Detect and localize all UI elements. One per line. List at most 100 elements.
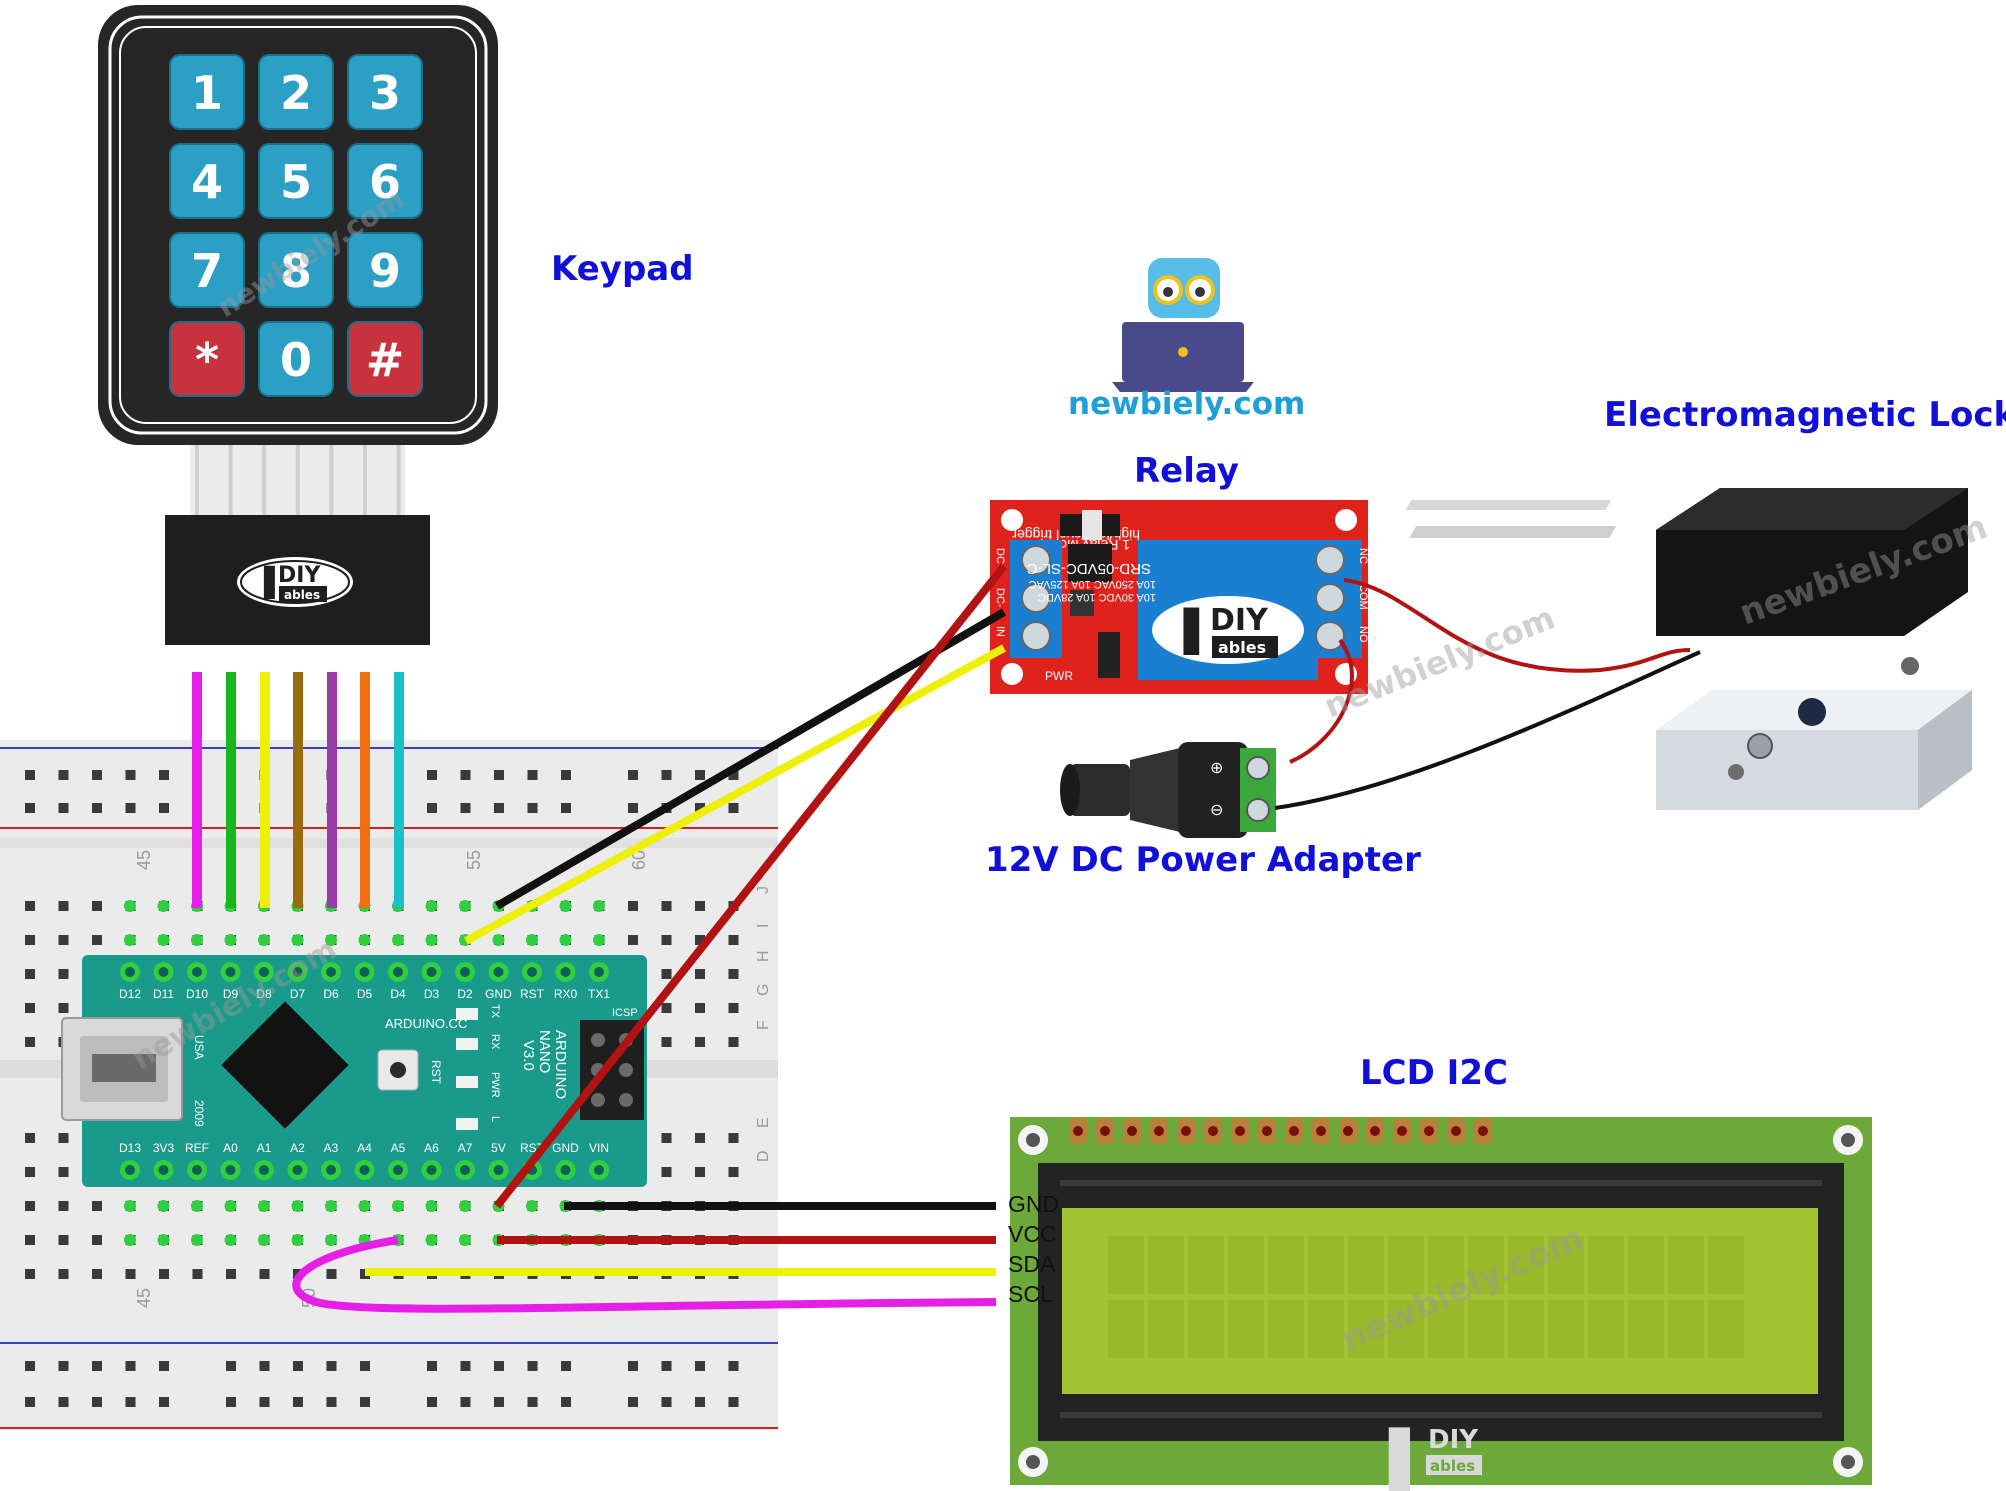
lcd-cell xyxy=(1148,1300,1184,1358)
arduino-model: ARDUINO xyxy=(552,1030,569,1099)
relay-model: SRD-05VDC-SL-C xyxy=(1027,560,1151,577)
bb-hole xyxy=(661,1167,672,1177)
lcd-cell xyxy=(1228,1300,1264,1358)
bb-hole-active xyxy=(392,934,404,946)
bb-hole xyxy=(259,1269,270,1279)
nano-pin-label: A5 xyxy=(391,1141,406,1155)
bb-hole-active xyxy=(157,1200,170,1212)
bb-hole xyxy=(728,1167,739,1177)
bb-hole xyxy=(427,1361,437,1371)
bb-hole xyxy=(695,1167,705,1177)
logo-text: DIY xyxy=(1210,603,1269,638)
nano-pin-label: 3V3 xyxy=(153,1141,175,1155)
key-3[interactable]: 3 xyxy=(347,54,423,130)
rst-label: RST xyxy=(429,1060,443,1085)
bb-hole-active xyxy=(459,1234,471,1246)
key-star[interactable]: * xyxy=(169,321,245,397)
bb-hole xyxy=(25,1235,35,1245)
key-hash[interactable]: # xyxy=(347,321,423,397)
key-label: 0 xyxy=(280,333,312,387)
logo-subtext: ables xyxy=(1218,638,1266,657)
bb-hole xyxy=(695,1361,705,1371)
bb-hole xyxy=(125,1361,136,1371)
bb-hole xyxy=(92,803,102,813)
bb-hole xyxy=(628,803,638,813)
led-label: PWR xyxy=(489,1072,501,1098)
key-2[interactable]: 2 xyxy=(258,54,334,130)
nano-pin-label: A6 xyxy=(424,1141,439,1155)
bb-hole-active xyxy=(593,900,605,912)
diyables-logo: ▐ DIY ables xyxy=(1368,1425,1482,1491)
lcd-cell xyxy=(1308,1300,1344,1358)
bb-hole-active xyxy=(224,1200,237,1212)
bb-hole-active xyxy=(258,1234,270,1246)
nano-pin-label: A7 xyxy=(458,1141,473,1155)
bb-hole xyxy=(25,1133,35,1143)
bb-hole xyxy=(728,1133,739,1143)
nano-pin-label: A3 xyxy=(324,1141,339,1155)
arduino-site: ARDUINO.CC xyxy=(385,1016,467,1031)
bb-hole xyxy=(159,1269,169,1279)
nano-pin-label: REF xyxy=(185,1141,209,1155)
lcd-cell xyxy=(1428,1300,1464,1358)
nano-pin-label: D10 xyxy=(186,987,208,1001)
bb-hole xyxy=(628,770,638,780)
key-7[interactable]: 7 xyxy=(169,232,245,308)
relay-pin-label: IN xyxy=(994,626,1006,637)
bb-hole xyxy=(58,935,69,945)
lcd-cell xyxy=(1708,1300,1744,1358)
bb-hole xyxy=(125,1269,136,1279)
led-label: RX xyxy=(489,1034,501,1050)
svg-text:⊕: ⊕ xyxy=(1210,760,1223,777)
bb-hole xyxy=(58,969,69,979)
key-label: 3 xyxy=(369,66,401,120)
bb-hole xyxy=(661,1037,672,1047)
bb-hole xyxy=(661,901,672,911)
bb-hole xyxy=(326,1361,337,1371)
bb-hole xyxy=(58,1361,69,1371)
lcd-cell xyxy=(1588,1300,1624,1358)
diyables-logo: ▐ DIY ables xyxy=(237,557,353,607)
key-5[interactable]: 5 xyxy=(258,143,334,219)
nano-pin-label: TX1 xyxy=(588,987,610,1001)
bb-row-letter: H xyxy=(755,950,772,962)
lcd-cell xyxy=(1548,1300,1584,1358)
bb-hole xyxy=(226,1361,236,1371)
key-label: 6 xyxy=(369,155,401,209)
lcd-cell xyxy=(1708,1236,1744,1294)
lcd-cell xyxy=(1508,1236,1544,1294)
lcd-cell xyxy=(1548,1236,1584,1294)
logo-text: DIY xyxy=(1428,1425,1479,1455)
key-8[interactable]: 8 xyxy=(258,232,334,308)
bb-hole-active xyxy=(526,934,538,946)
led-label: TX xyxy=(489,1004,501,1019)
bb-hole xyxy=(92,1269,102,1279)
bb-hole-active xyxy=(425,1200,438,1212)
key-0[interactable]: 0 xyxy=(258,321,334,397)
bb-hole xyxy=(92,935,102,945)
lcd-cell xyxy=(1268,1300,1304,1358)
bb-hole xyxy=(125,803,136,813)
bb-hole-active xyxy=(358,934,371,946)
key-1[interactable]: 1 xyxy=(169,54,245,130)
bb-hole-active xyxy=(258,1200,270,1212)
bb-hole xyxy=(25,1397,35,1407)
bb-hole xyxy=(92,1361,102,1371)
bb-hole xyxy=(427,770,437,780)
svg-text:▐: ▐ xyxy=(1368,1427,1411,1491)
nano-pin-label: A4 xyxy=(357,1141,372,1155)
relay-module: high/low level trigger 1 Relay Module DC… xyxy=(990,500,1369,694)
bb-hole xyxy=(159,770,169,780)
key-9[interactable]: 9 xyxy=(347,232,423,308)
wire-lcd-scl xyxy=(292,1236,997,1313)
key-4[interactable]: 4 xyxy=(169,143,245,219)
bb-number: 55 xyxy=(464,850,484,870)
bb-hole xyxy=(58,770,69,780)
bb-hole xyxy=(527,1397,538,1407)
lcd-cell xyxy=(1348,1300,1384,1358)
relay-spec: 10A 250VAC 10A 125VAC xyxy=(1029,578,1156,590)
key-6[interactable]: 6 xyxy=(347,143,423,219)
bb-hole xyxy=(125,770,136,780)
bb-hole xyxy=(695,1037,705,1047)
svg-text:▐: ▐ xyxy=(253,565,275,599)
